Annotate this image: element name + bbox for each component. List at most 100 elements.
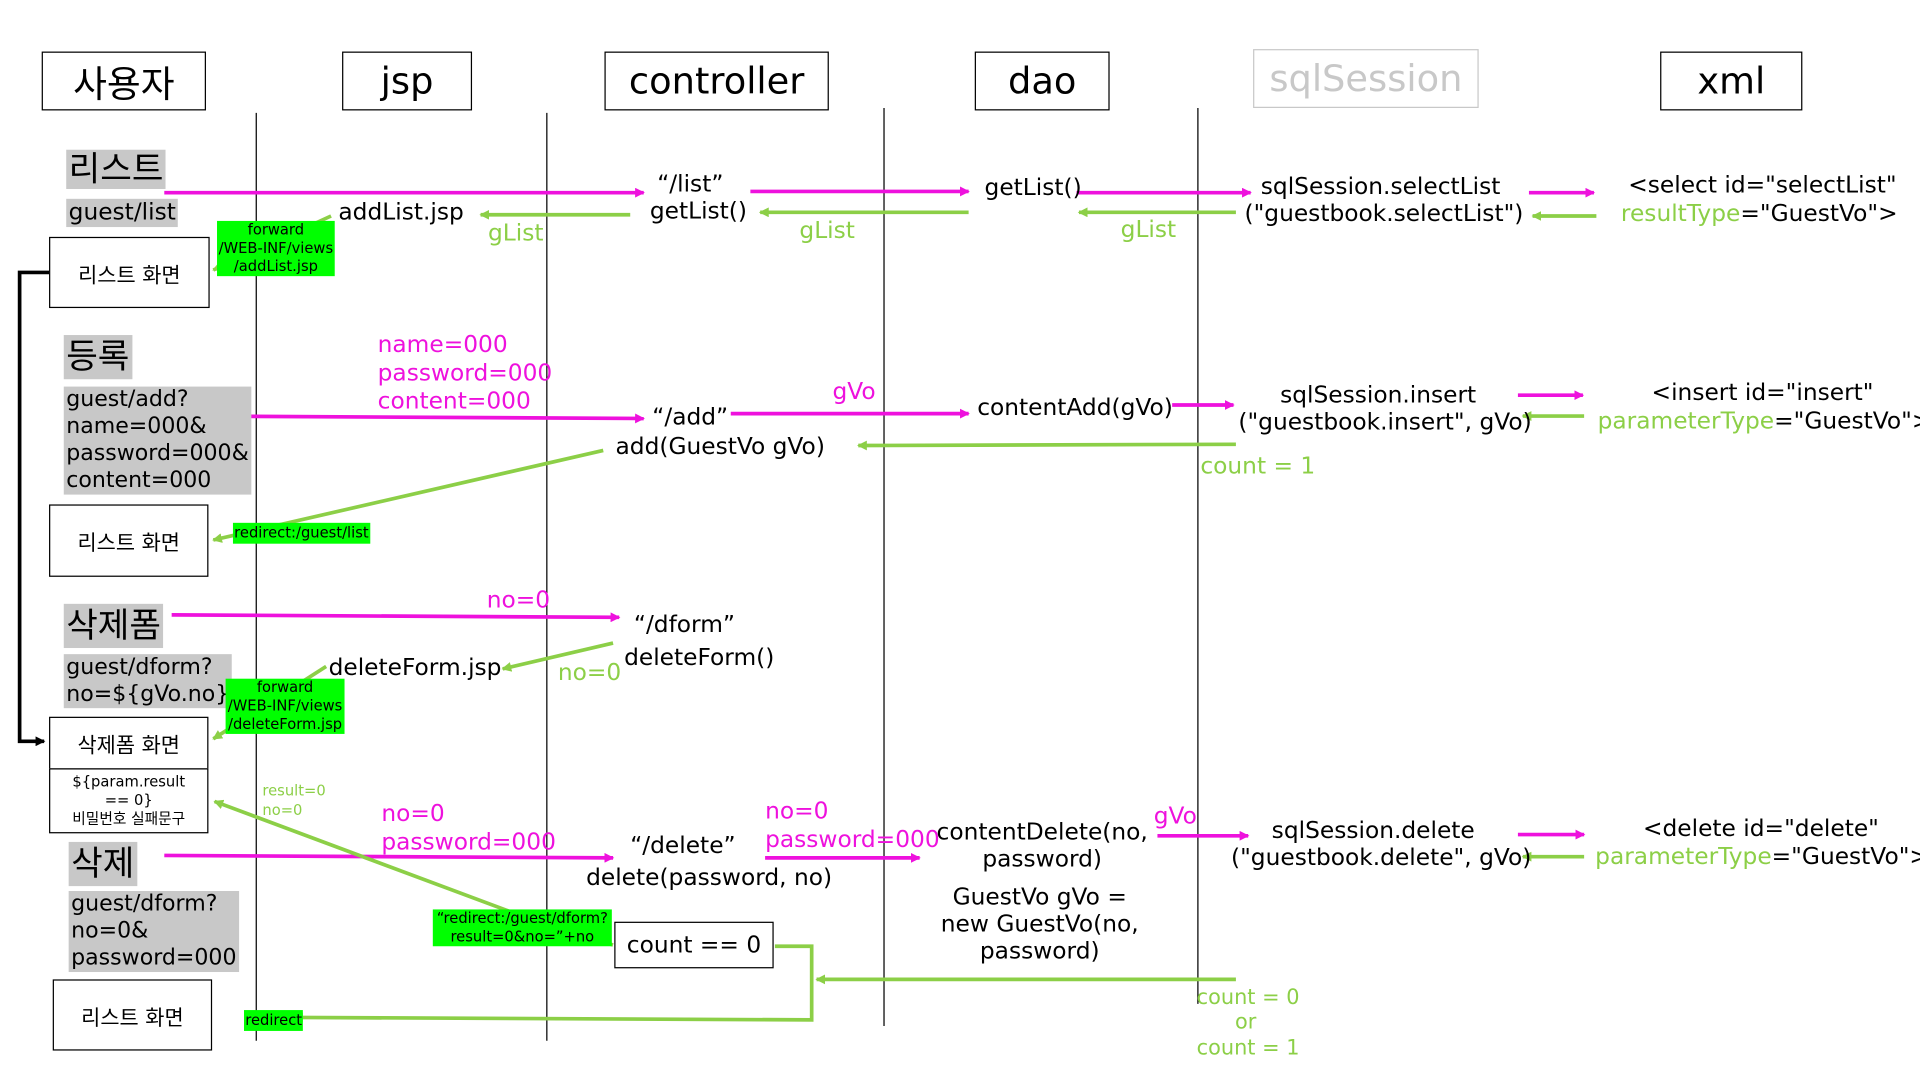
- delete-count-check: count == 0: [614, 921, 774, 969]
- dform-param: no=0: [486, 586, 551, 614]
- list-title: 리스트: [66, 149, 166, 190]
- delete-arrows: [164, 799, 1586, 1023]
- column-dao: dao: [974, 51, 1110, 111]
- delete-xml-attr: parameterType="GuestVo">: [1595, 843, 1920, 871]
- dform-screen-sub-line: == 0}: [104, 791, 153, 809]
- delete-dao-method: contentDelete(no, password): [934, 820, 1150, 873]
- add-screen: 리스트 화면: [49, 504, 209, 577]
- redirect-note-line: “redirect:/guest/dform?: [436, 909, 608, 927]
- dform-forward-note: forward /WEB-INF/views /deleteForm.jsp: [225, 678, 345, 734]
- column-xml-label: xml: [1697, 59, 1766, 103]
- list-forward-note: forward /WEB-INF/views /addList.jsp: [217, 220, 335, 277]
- add-param: password=000: [377, 359, 553, 387]
- list-return-jsp: gList: [487, 219, 544, 247]
- column-controller: controller: [604, 51, 829, 111]
- dform-title: 삭제폼: [63, 603, 164, 649]
- column-jsp: jsp: [342, 51, 473, 111]
- delete-session-call: sqlSession.delete ("guestbook.delete", g…: [1231, 817, 1532, 872]
- add-url-line: password=000&: [66, 440, 249, 467]
- column-jsp-label: jsp: [380, 59, 434, 103]
- dform-url: guest/dform? no=${gVo.no}: [63, 654, 232, 709]
- list-session-call: sqlSession.selectList ("guestbook.select…: [1244, 175, 1524, 228]
- dform-controller-route: “/dform”: [633, 611, 735, 639]
- column-dao-label: dao: [1007, 59, 1077, 103]
- column-controller-label: controller: [628, 59, 805, 103]
- count-label-line: count = 1: [1196, 1035, 1300, 1061]
- result-note-line: no=0: [262, 800, 303, 819]
- add-param: content=000: [377, 387, 531, 415]
- list-xml-attr: resultType="GuestVo">: [1620, 200, 1898, 228]
- session-call-line: ("guestbook.insert", gVo): [1238, 408, 1532, 436]
- screen-link-arrow: [17, 270, 50, 747]
- delete-url-line: no=0&: [71, 917, 149, 944]
- session-call-line: ("guestbook.selectList"): [1244, 200, 1524, 228]
- delete-url-line: guest/dform?: [71, 891, 218, 917]
- list-dao-method: getList(): [984, 174, 1082, 202]
- add-dao-method: contentAdd(gVo): [977, 393, 1173, 421]
- arrow-dform-request: [171, 612, 621, 623]
- list-xml-tag: <select id="selectList": [1628, 171, 1897, 199]
- forward-note-line: /addList.jsp: [233, 257, 318, 275]
- forward-note-line: /WEB-INF/views: [227, 697, 343, 715]
- delete-screen: 리스트 화면: [52, 979, 213, 1051]
- dform-jsp: deleteForm.jsp: [328, 654, 502, 682]
- dform-screen-sub-line: 비밀번호 실패문구: [72, 810, 186, 828]
- add-url: guest/add? name=000& password=000& conte…: [63, 386, 252, 495]
- delete-dao-param: password=000: [765, 825, 940, 853]
- delete-redirect-note: redirect: [243, 1010, 304, 1031]
- delete-dao-param: no=0: [765, 797, 829, 825]
- column-user: 사용자: [41, 51, 206, 111]
- count-label-line: or: [1235, 1010, 1257, 1036]
- dform-url-line: no=${gVo.no}: [66, 681, 230, 707]
- add-title: 등록: [63, 335, 132, 380]
- arrow-delete-request: [164, 852, 615, 863]
- add-param: name=000: [377, 331, 508, 359]
- delete-dao-note-line: password): [979, 937, 1100, 965]
- list-return-controller: gList: [799, 217, 855, 245]
- count-check-label: count == 0: [626, 931, 762, 959]
- xml-attr-value: ="GuestVo">: [1774, 407, 1920, 435]
- result-note-line: result=0: [262, 781, 326, 799]
- session-call-line: sqlSession.insert: [1280, 381, 1477, 409]
- add-arrows: [196, 390, 1585, 543]
- list-screen: 리스트 화면: [49, 236, 210, 309]
- add-gvo-label: gVo: [832, 378, 876, 406]
- count-label-line: count = 0: [1196, 985, 1300, 1011]
- list-return-dao: gList: [1120, 216, 1177, 244]
- list-controller-route: “/list”: [657, 170, 724, 198]
- arrow-delete-count-branch: [293, 944, 814, 1023]
- session-call-line: ("guestbook.delete", gVo): [1231, 844, 1532, 872]
- dform-url-line: guest/dform?: [66, 654, 213, 680]
- column-sqlsession-label: sqlSession: [1269, 57, 1463, 101]
- dform-screen-sub-line: ${param.result: [72, 773, 186, 791]
- delete-screen-label: 리스트 화면: [81, 1005, 184, 1031]
- delete-dao-note: GuestVo gVo = new GuestVo(no, password): [939, 885, 1140, 965]
- arrow-list-to-dform-screen: [17, 270, 50, 747]
- arrow-add-count-return: [857, 440, 1236, 451]
- list-url: guest/list: [66, 198, 179, 228]
- add-url-line: guest/add?: [66, 386, 189, 413]
- delete-dao-note-line: new GuestVo(no,: [940, 910, 1139, 938]
- arrow-dform-to-jsp: [501, 641, 614, 672]
- add-redirect-note: redirect:/guest/list: [232, 522, 370, 544]
- delete-url-line: password=000: [71, 944, 237, 971]
- lifelines: [255, 108, 1199, 1041]
- add-params: name=000 password=000 content=000: [378, 331, 553, 415]
- forward-note-line: /deleteForm.jsp: [227, 715, 343, 733]
- session-call-line: sqlSession.delete: [1271, 817, 1475, 845]
- add-url-line: name=000&: [66, 413, 207, 440]
- dform-screen-sub: ${param.result == 0} 비밀번호 실패문구: [49, 768, 209, 834]
- delete-gvo-label: gVo: [1153, 802, 1197, 830]
- dform-controller-method: deleteForm(): [624, 644, 775, 672]
- redirect-note-line: result=0&no=”+no: [450, 927, 595, 946]
- delete-param: password=000: [381, 828, 556, 856]
- delete-url: guest/dform? no=0& password=000: [68, 891, 239, 972]
- xml-attr-name: resultType: [1620, 200, 1741, 228]
- forward-note-line: forward: [247, 220, 305, 239]
- delete-dao-method-line: password): [982, 845, 1103, 873]
- delete-params: no=0 password=000: [381, 800, 556, 856]
- xml-attr-value: ="GuestVo">: [1771, 843, 1920, 871]
- list-screen-label: 리스트 화면: [78, 263, 181, 288]
- forward-note-line: forward: [256, 678, 314, 696]
